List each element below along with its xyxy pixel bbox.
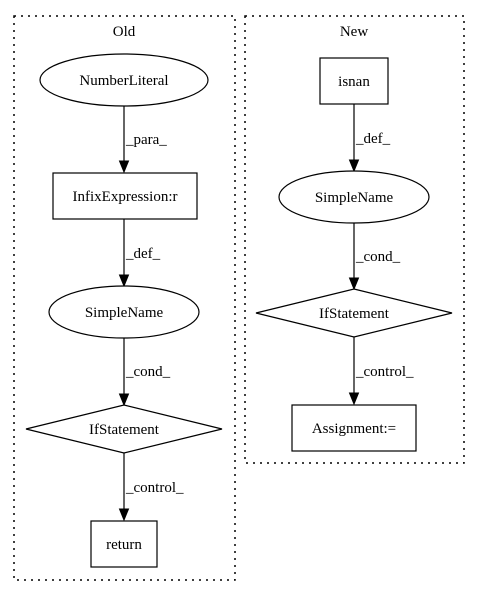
new-simple-name-node: SimpleName [278,170,430,224]
old-if-statement-node: IfStatement [25,404,223,454]
old-simple-name-node: SimpleName [48,285,200,339]
old-simple-name-label: SimpleName [85,305,164,321]
old-return-node: return [90,520,158,568]
new-isnan-label: isnan [338,74,370,90]
new-edge-cond: _cond_ [348,223,401,291]
new-cluster-border [244,15,465,464]
old-number-literal-label: NumberLiteral [79,73,168,89]
new-if-statement-node: IfStatement [255,288,453,338]
new-if-statement-label: IfStatement [319,306,390,322]
new-edge-def: _def_ [348,104,391,173]
old-edge-def-label: _def_ [125,246,161,262]
old-edge-control-arrowhead [118,508,130,522]
new-edge-cond-label: _cond_ [355,249,401,265]
old-cluster-border [13,15,236,581]
old-edge-def-arrowhead [118,274,130,288]
new-edge-control: _control_ [348,337,414,406]
old-edge-para: _para_ [118,106,167,174]
new-edge-def-label: _def_ [355,131,391,147]
new-isnan-node: isnan [319,57,389,105]
old-cluster: Old NumberLiteral _para_ InfixExpression… [13,15,236,581]
new-cluster-title: New [340,24,368,40]
old-number-literal-node: NumberLiteral [39,53,209,107]
old-edge-para-label: _para_ [125,132,167,148]
old-edge-cond-label: _cond_ [125,364,171,380]
old-edge-para-arrowhead [118,160,130,174]
old-if-statement-label: IfStatement [89,422,160,438]
old-return-label: return [106,537,142,553]
new-assignment-node: Assignment:= [291,404,417,452]
new-simple-name-label: SimpleName [315,190,394,206]
old-infix-expression-label: InfixExpression:r [73,189,178,205]
old-edge-control: _control_ [118,453,184,522]
old-edge-cond: _cond_ [118,338,171,407]
old-edge-cond-arrowhead [118,393,130,407]
new-cluster: New isnan _def_ SimpleName _cond_ IfStat… [244,15,465,464]
old-cluster-title: Old [113,24,136,40]
new-assignment-label: Assignment:= [312,421,396,437]
old-infix-expression-node: InfixExpression:r [52,172,198,220]
new-edge-cond-arrowhead [348,277,360,291]
new-edge-control-label: _control_ [355,364,414,380]
old-edge-def: _def_ [118,219,161,288]
new-edge-def-arrowhead [348,159,360,173]
old-edge-control-label: _control_ [125,480,184,496]
new-edge-control-arrowhead [348,392,360,406]
